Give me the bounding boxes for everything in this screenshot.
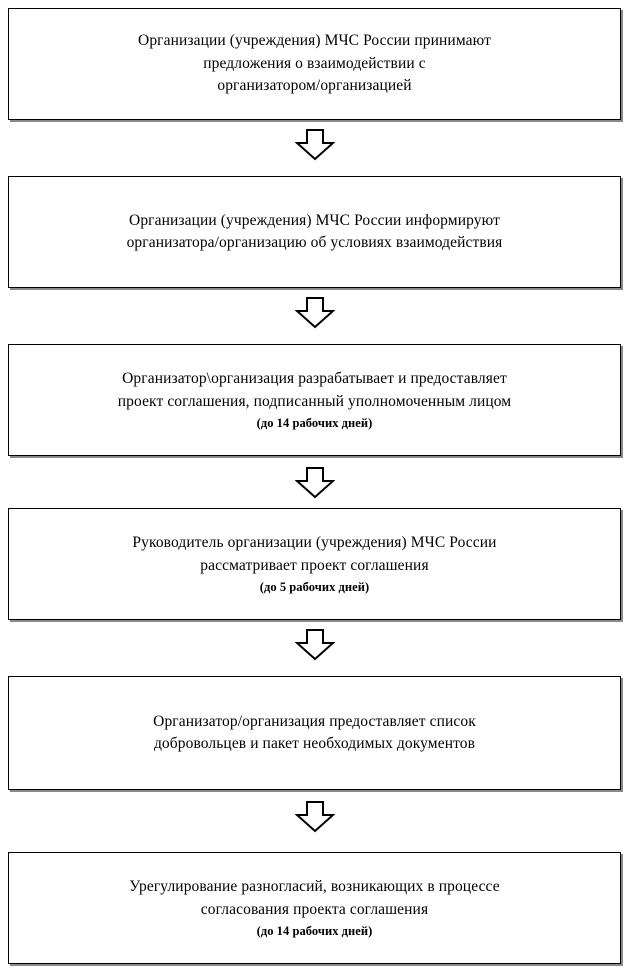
flowchart-step-2: Организации (учреждения) МЧС России инфо…: [8, 176, 621, 288]
flowchart-step-6-note: (до 14 рабочих дней): [256, 924, 373, 939]
flowchart-step-4: Руководитель организации (учреждения) МЧ…: [8, 508, 621, 620]
flowchart-step-6: Урегулирование разногласий, возникающих …: [8, 852, 621, 964]
flowchart-step-3-text: Организатор\организация разрабатывает и …: [117, 370, 512, 410]
flowchart-step-5: Организатор/организация предоставляет сп…: [8, 676, 621, 790]
down-block-arrow-icon: [295, 467, 335, 499]
flowchart-step-4-text: Руководитель организации (учреждения) МЧ…: [132, 534, 497, 574]
flowchart-step-3-note: (до 14 рабочих дней): [256, 416, 373, 431]
down-block-arrow-icon: [295, 629, 335, 661]
flowchart-step-1: Организации (учреждения) МЧС России прин…: [8, 8, 621, 120]
flowchart-step-3: Организатор\организация разрабатывает и …: [8, 344, 621, 456]
flowchart-step-2-text: Организации (учреждения) МЧС России инфо…: [126, 211, 503, 251]
down-block-arrow-icon: [295, 801, 335, 833]
down-block-arrow-icon: [295, 297, 335, 329]
flowchart-step-4-note: (до 5 рабочих дней): [259, 580, 370, 595]
flowchart-step-5-text: Организатор/организация предоставляет сп…: [153, 712, 476, 752]
down-block-arrow-icon: [295, 129, 335, 161]
flowchart-step-1-text: Организации (учреждения) МЧС России прин…: [138, 32, 491, 95]
flowchart-step-6-text: Урегулирование разногласий, возникающих …: [129, 878, 500, 918]
